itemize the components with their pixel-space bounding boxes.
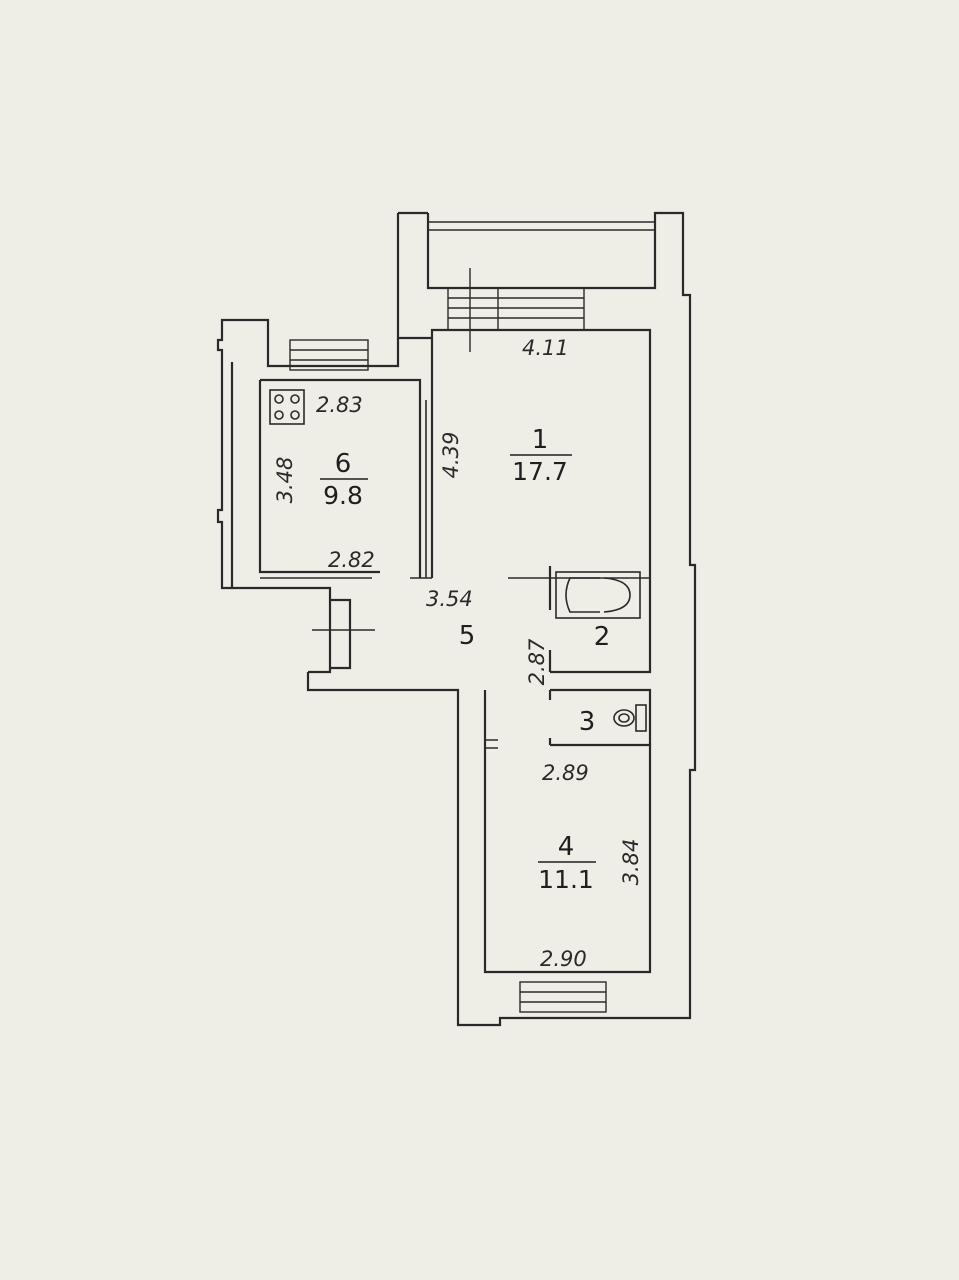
dim-room1-bottom: 3.54 — [426, 587, 473, 611]
room-1-number: 1 — [532, 425, 549, 455]
room-2-number: 2 — [594, 622, 611, 652]
toilet-icon — [613, 704, 647, 732]
room-4-number: 4 — [558, 832, 575, 862]
entry-door — [312, 598, 375, 670]
dim-room1-width: 4.11 — [522, 336, 569, 360]
dim-bath-length: 2.87 — [525, 638, 549, 685]
window-room-4 — [519, 981, 607, 1013]
dim-room1-length: 4.39 — [439, 432, 463, 479]
room-3-number: 3 — [579, 707, 596, 737]
room-1-area: 17.7 — [512, 457, 568, 486]
dim-room4-top: 2.89 — [542, 761, 589, 785]
room-1-walls — [410, 328, 652, 674]
room-6-walls — [258, 378, 422, 579]
dim-room4-bottom: 2.90 — [540, 947, 587, 971]
room-4-walls — [483, 690, 652, 974]
room-6-number: 6 — [335, 449, 352, 479]
bathtub-icon — [555, 571, 641, 619]
stove-icon — [269, 389, 305, 425]
window-room-1 — [447, 268, 585, 352]
outer-walls — [216, 211, 697, 1027]
room-4-area: 11.1 — [538, 865, 594, 894]
dim-room6-side: 3.48 — [273, 457, 297, 504]
room-5-number: 5 — [459, 621, 476, 651]
dim-room4-side: 3.84 — [619, 839, 643, 886]
bath-walls — [548, 566, 652, 745]
dim-room6-top: 2.83 — [316, 393, 363, 417]
window-room-6 — [289, 339, 369, 371]
dim-room6-bottom: 2.82 — [328, 548, 375, 572]
room-6-area: 9.8 — [323, 481, 363, 510]
